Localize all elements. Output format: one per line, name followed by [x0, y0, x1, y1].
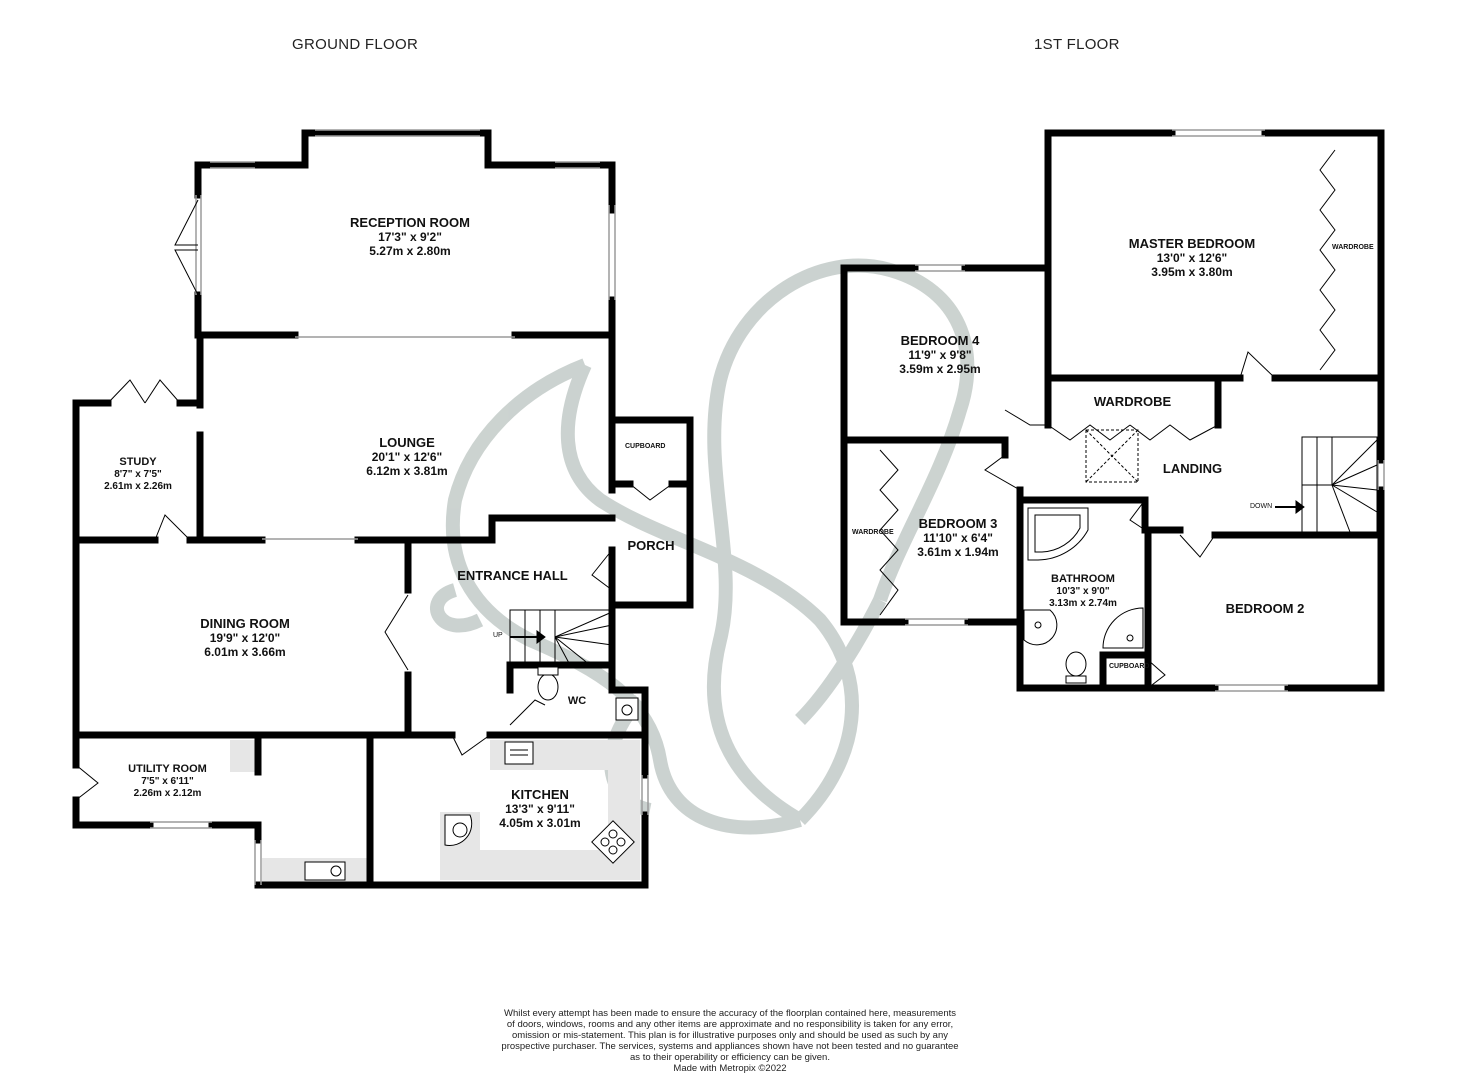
- room-name: LOUNGE: [379, 435, 435, 450]
- room-bathroom: BATHROOM 10'3" x 9'0" 3.13m x 2.74m: [1033, 572, 1133, 610]
- room-name: RECEPTION ROOM: [350, 215, 470, 230]
- room-metric: 3.95m x 3.80m: [1151, 265, 1233, 279]
- disclaimer-line: omission or mis-statement. This plan is …: [512, 1030, 948, 1041]
- room-wardrobe-landing: WARDROBE: [1075, 395, 1190, 409]
- landing-skylight: [1085, 429, 1139, 483]
- room-metric: 2.61m x 2.26m: [104, 481, 172, 492]
- room-wardrobe-bed3: WARDROBE: [852, 529, 894, 536]
- first-floor-walls: [840, 129, 1385, 692]
- room-name: LANDING: [1162, 461, 1223, 476]
- stairs-down-label: DOWN: [1250, 503, 1273, 510]
- room-metric: 3.13m x 2.74m: [1049, 598, 1117, 609]
- room-metric: 4.05m x 3.01m: [499, 816, 581, 830]
- room-metric: 6.12m x 3.81m: [366, 464, 448, 478]
- room-name: STUDY: [119, 456, 157, 468]
- room-reception: RECEPTION ROOM 17'3" x 9'2" 5.27m x 2.80…: [320, 215, 500, 259]
- room-wardrobe-master: WARDROBE: [1332, 244, 1374, 251]
- disclaimer-text: Whilst every attempt has been made to en…: [470, 1008, 990, 1074]
- room-landing: LANDING: [1150, 462, 1235, 476]
- ground-floor-doors: [75, 199, 673, 801]
- room-name: BEDROOM 3: [918, 516, 998, 531]
- room-imperial: 8'7" x 7'5": [114, 469, 162, 480]
- room-name: ENTRANCE HALL: [457, 568, 568, 583]
- first-floor-title: 1ST FLOOR: [1034, 36, 1120, 53]
- disclaimer-line: Made with Metropix ©2022: [673, 1063, 787, 1074]
- room-name: UTILITY ROOM: [128, 763, 207, 775]
- room-name: WARDROBE: [1093, 394, 1172, 409]
- room-porch: PORCH: [615, 539, 687, 553]
- disclaimer-line: of doors, windows, rooms and any other i…: [506, 1019, 954, 1030]
- room-wc: WC: [560, 694, 594, 708]
- ground-floor-windows: [150, 129, 649, 885]
- room-imperial: 11'10" x 6'4": [923, 531, 993, 545]
- room-bedroom2: BEDROOM 2: [1210, 602, 1320, 616]
- ground-floor-title: GROUND FLOOR: [292, 36, 419, 53]
- room-name: MASTER BEDROOM: [1128, 236, 1256, 251]
- room-imperial: 7'5" x 6'11": [141, 776, 194, 787]
- room-imperial: 11'9" x 9'8": [908, 348, 972, 362]
- room-name: WC: [567, 695, 587, 707]
- room-imperial: 10'3" x 9'0": [1056, 586, 1110, 597]
- stairs-up-label: UP: [493, 632, 503, 639]
- room-name: BATHROOM: [1051, 573, 1115, 585]
- room-name: PORCH: [627, 538, 675, 553]
- room-dining: DINING ROOM 19'9" x 12'0" 6.01m x 3.66m: [155, 616, 335, 660]
- room-metric: 2.26m x 2.12m: [133, 788, 202, 799]
- room-metric: 5.27m x 2.80m: [369, 244, 451, 258]
- first-stairs: [1275, 436, 1378, 533]
- room-imperial: 13'3" x 9'11": [505, 802, 575, 816]
- room-imperial: 20'1" x 12'6": [371, 450, 443, 464]
- room-master-bedroom: MASTER BEDROOM 13'0" x 12'6" 3.95m x 3.8…: [1102, 236, 1282, 280]
- disclaimer-line: Whilst every attempt has been made to en…: [503, 1008, 957, 1019]
- room-cupboard-ground: CUPBOARD: [625, 443, 666, 450]
- room-utility: UTILITY ROOM 7'5" x 6'11" 2.26m x 2.12m: [100, 762, 235, 800]
- first-floor-windows: [905, 129, 1385, 692]
- room-entrance-hall: ENTRANCE HALL: [440, 569, 585, 583]
- room-bedroom3: BEDROOM 3 11'10" x 6'4" 3.61m x 1.94m: [883, 516, 1033, 560]
- bathroom-fixtures: [1023, 507, 1144, 684]
- room-bedroom4: BEDROOM 4 11'9" x 9'8" 3.59m x 2.95m: [860, 333, 1020, 377]
- disclaimer-line: as to their operability or efficiency ca…: [630, 1052, 830, 1063]
- room-imperial: 13'0" x 12'6": [1156, 251, 1228, 265]
- ground-fixtures: [304, 666, 639, 881]
- room-lounge: LOUNGE 20'1" x 12'6" 6.12m x 3.81m: [317, 435, 497, 479]
- first-floor-doors: [879, 149, 1336, 689]
- room-imperial: 17'3" x 9'2": [378, 230, 442, 244]
- room-metric: 3.59m x 2.95m: [899, 362, 981, 376]
- disclaimer-line: prospective purchaser. The services, sys…: [501, 1041, 959, 1052]
- ground-floor-walls: [72, 129, 694, 889]
- room-imperial: 19'9" x 12'0": [209, 631, 281, 645]
- room-metric: 6.01m x 3.66m: [204, 645, 286, 659]
- ground-stairs: [509, 609, 613, 666]
- room-study: STUDY 8'7" x 7'5" 2.61m x 2.26m: [78, 455, 198, 493]
- room-name: BEDROOM 4: [900, 333, 980, 348]
- room-kitchen: KITCHEN 13'3" x 9'11" 4.05m x 3.01m: [470, 787, 610, 831]
- room-name: KITCHEN: [511, 787, 569, 802]
- room-name: BEDROOM 2: [1225, 601, 1305, 616]
- room-cupboard-first: CUPBOARD: [1109, 663, 1150, 670]
- room-name: DINING ROOM: [200, 616, 290, 631]
- room-metric: 3.61m x 1.94m: [917, 545, 999, 559]
